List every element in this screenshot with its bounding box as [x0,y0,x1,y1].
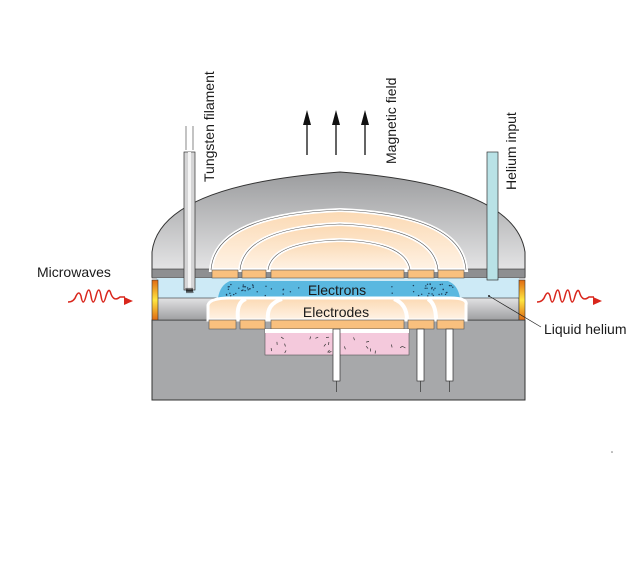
electron-dot [448,284,451,287]
electron-dot [233,293,235,296]
electron-dot [391,292,393,294]
electron-dot [426,283,429,285]
electron-dot [225,294,228,296]
speck [611,451,613,453]
heater-mark [402,346,406,349]
upper-electrodes [208,207,469,279]
electron-dot [242,284,244,286]
electron-dot [412,291,415,293]
magnetic-field-label: Magnetic field [383,78,399,164]
microwave-in-icon [67,289,133,305]
electron-dot [227,288,230,290]
tungsten-filament [183,126,196,294]
electron-dot [282,288,285,290]
electron-dot [238,287,240,289]
microwave-out-icon [536,289,602,305]
heater-mark [399,345,403,349]
heater-mark [284,343,286,347]
electron-dot [433,289,435,291]
electron-dot [444,293,447,296]
electron-dot [228,286,230,288]
electron-dot [242,286,244,288]
heater-mark [365,345,369,349]
electron-dot [249,288,251,290]
electron-dot [417,294,420,297]
electron-dot [428,292,430,295]
electron-dot [244,290,246,292]
electron-dot [412,284,415,287]
electron-dot [252,286,254,289]
electron-dot [256,291,258,293]
electron-dot [431,286,433,289]
electron-dot [442,288,444,291]
magnetic-field-arrows [303,110,369,155]
electron-dot [431,293,433,295]
electron-layer [218,281,460,298]
electron-dot [439,283,441,286]
electron-dot [434,287,436,289]
electron-dot [432,294,434,297]
electron-dot [270,288,273,290]
field-arrow [332,110,340,155]
electron-dot [446,291,448,294]
electron-dot [452,286,454,288]
electron-dot [235,292,237,295]
microwaves-label: Microwaves [37,264,111,280]
heater-mark [270,348,272,352]
electron-dot [246,287,249,289]
heater-mark [280,336,284,340]
heater-mark [315,336,319,339]
electron-dot [247,289,249,291]
field-arrow [303,110,311,155]
electron-dot [265,285,267,287]
heater-mark [309,336,312,340]
electron-dot [229,292,231,294]
electron-dot [429,283,431,285]
heater-mark [344,346,346,350]
electron-dots [225,283,454,297]
electron-dot [421,293,423,295]
electron-dot [391,286,393,288]
electron-dot [241,289,243,292]
electron-dot [441,283,443,285]
heater-mark [366,341,370,343]
electron-dot [282,293,284,295]
electron-dot [424,287,426,289]
electron-dot [289,291,292,293]
liquid-helium-label: Liquid helium [544,321,627,337]
electron-dot [244,286,247,288]
electrons-label: Electrons [308,282,366,298]
liquid-helium-pointer [488,295,542,328]
heater-mark [391,344,393,348]
electron-dot [264,294,266,297]
tungsten-filament-label: Tungsten filament [201,71,217,182]
electron-dot [230,283,232,286]
helium-input-tube [486,151,499,281]
electron-dot [431,288,433,290]
window-left [151,279,159,321]
feedthrough-pins [332,328,454,392]
electron-dot [252,285,254,287]
electrodes-label: Electrodes [303,304,369,320]
heater-mark [323,343,326,347]
heater-mark [353,337,355,341]
electron-dot [450,285,452,287]
electron-dot [426,287,428,289]
electron-dot [243,286,245,288]
helium-input-label: Helium input [503,112,519,190]
electron-dot [441,293,443,295]
electron-dot [230,295,232,297]
heater-mark [328,351,332,353]
electron-dot [298,287,300,289]
electron-dot [438,293,440,296]
electron-dot [427,295,429,297]
heater-mark [327,349,330,353]
lower-electrodes [206,296,468,330]
window-right [518,279,526,321]
electron-dot [425,285,427,287]
heater-mark [284,350,287,354]
field-arrow [361,110,369,155]
